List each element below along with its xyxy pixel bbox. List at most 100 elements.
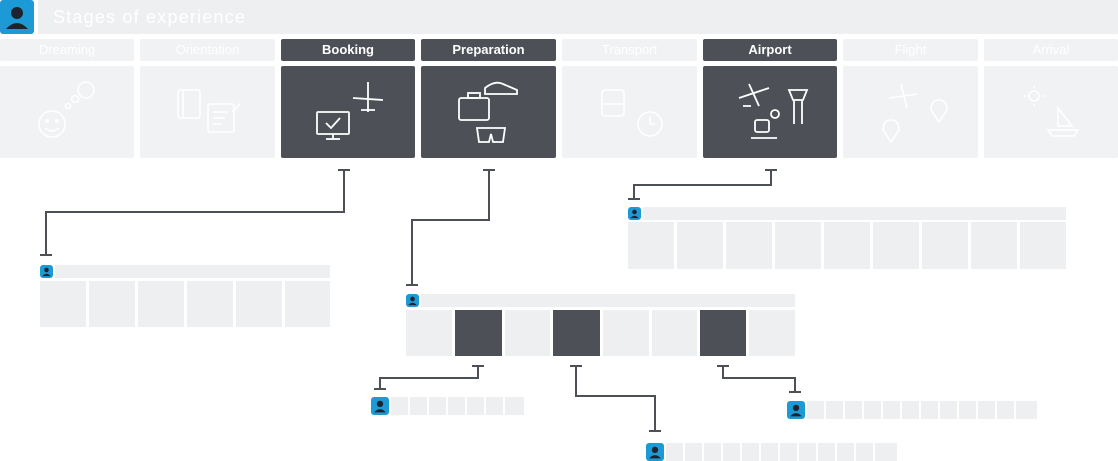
stage-tab-transport[interactable]: Transport: [562, 39, 697, 61]
sub-strip-cell[interactable]: [486, 397, 503, 415]
sub-strip-cell[interactable]: [997, 401, 1014, 419]
strip-cell[interactable]: [677, 222, 723, 269]
connector-sub-1: [379, 366, 479, 389]
stage-tab-orientation[interactable]: Orientation: [140, 39, 275, 61]
stage-tab-preparation[interactable]: Preparation: [421, 39, 556, 61]
sub-strip-cell[interactable]: [723, 443, 740, 461]
stage-label: Transport: [601, 42, 658, 57]
stage-label: Booking: [322, 42, 374, 57]
strip-cell[interactable]: [138, 281, 184, 327]
sub-strip-cell[interactable]: [826, 401, 843, 419]
sub-strip-cell[interactable]: [505, 397, 524, 415]
person-icon: [649, 446, 661, 459]
sub-strip-cell[interactable]: [761, 443, 778, 461]
strip-cell[interactable]: [187, 281, 233, 327]
stage-tab-flight[interactable]: Flight: [843, 39, 978, 61]
strip-header: [421, 294, 795, 307]
stage-card-booking[interactable]: [281, 66, 415, 158]
page-title: Stages of experience: [53, 7, 247, 27]
strip-cell[interactable]: [406, 310, 452, 356]
strip-avatar: [628, 207, 641, 220]
stage-card-transport[interactable]: [562, 66, 697, 158]
strip-header: [55, 265, 330, 278]
strip-cell[interactable]: [1020, 222, 1066, 269]
strip-cell-active[interactable]: [553, 310, 600, 356]
sub-strip-avatar: [646, 443, 664, 461]
sub-strip-cell[interactable]: [742, 443, 759, 461]
stage-tab-booking[interactable]: Booking: [281, 39, 415, 61]
person-icon: [630, 209, 639, 219]
sub-strip-cell[interactable]: [875, 443, 897, 461]
sub-strip-cell[interactable]: [837, 443, 854, 461]
sub-strip-cell[interactable]: [856, 443, 873, 461]
sub-strip-cell[interactable]: [704, 443, 721, 461]
sub-strip-cell[interactable]: [978, 401, 995, 419]
stage-card-airport[interactable]: [703, 66, 837, 158]
book-notepad-icon: [177, 89, 241, 133]
sub-strip-cell[interactable]: [666, 443, 683, 461]
sub-strip-cell[interactable]: [685, 443, 702, 461]
sun-sailboat-icon: [1024, 86, 1080, 137]
strip-cell[interactable]: [971, 222, 1017, 269]
strip-cell[interactable]: [505, 310, 550, 356]
connector-airport: [633, 170, 772, 199]
sub-strip-cell[interactable]: [799, 443, 816, 461]
stage-card-preparation[interactable]: [421, 66, 556, 158]
connector-booking: [45, 170, 345, 255]
sub-strip-cell[interactable]: [940, 401, 957, 419]
train-clock-icon: [601, 89, 663, 137]
stage-label: Orientation: [175, 42, 240, 57]
sub-strip-cell[interactable]: [921, 401, 938, 419]
sub-strip-cell[interactable]: [1016, 401, 1037, 419]
strip-cell-active[interactable]: [700, 310, 746, 356]
header-bar: Stages of experience: [38, 0, 1118, 34]
strip-cell[interactable]: [89, 281, 135, 327]
stage-card-dreaming[interactable]: [0, 66, 134, 158]
strip-cell-active[interactable]: [455, 310, 502, 356]
sub-strip-cell[interactable]: [959, 401, 976, 419]
sub-strip-cell[interactable]: [845, 401, 862, 419]
strip-cell[interactable]: [603, 310, 649, 356]
strip-cell[interactable]: [652, 310, 697, 356]
smiley-icon: [38, 81, 95, 138]
strip-avatar: [406, 294, 419, 307]
strip-cell[interactable]: [922, 222, 968, 269]
stage-tab-arrival[interactable]: Arrival: [984, 39, 1118, 61]
stage-card-orientation[interactable]: [140, 66, 275, 158]
strip-cell[interactable]: [726, 222, 772, 269]
airplane-pin-icon: [882, 83, 948, 144]
sub-strip-cell[interactable]: [807, 401, 824, 419]
sub-strip-cell[interactable]: [410, 397, 427, 415]
strip-cell[interactable]: [775, 222, 821, 269]
stage-card-flight[interactable]: [843, 66, 978, 158]
strip-cell[interactable]: [40, 281, 86, 327]
sub-strip-cell[interactable]: [467, 397, 484, 415]
stage-card-arrival[interactable]: [984, 66, 1118, 158]
person-icon: [42, 267, 51, 277]
strip-cell[interactable]: [285, 281, 330, 327]
stage-tab-airport[interactable]: Airport: [703, 39, 837, 61]
person-icon: [6, 7, 28, 29]
stage-label: Flight: [894, 42, 927, 57]
person-icon: [374, 400, 386, 413]
strip-cell[interactable]: [824, 222, 870, 269]
suitcase-shoe-shorts-icon: [458, 81, 518, 143]
monitor-airplane-icon: [316, 82, 384, 140]
strip-cell[interactable]: [236, 281, 282, 327]
stage-tab-dreaming[interactable]: Dreaming: [0, 39, 134, 61]
sub-strip-cell[interactable]: [902, 401, 919, 419]
header-avatar: [0, 0, 34, 34]
strip-cell[interactable]: [873, 222, 919, 269]
sub-strip-cell[interactable]: [391, 397, 408, 415]
strip-cell[interactable]: [749, 310, 795, 356]
sub-strip-cell[interactable]: [818, 443, 835, 461]
sub-strip-cell[interactable]: [448, 397, 465, 415]
sub-strip-cell[interactable]: [429, 397, 446, 415]
sub-strip-cell[interactable]: [780, 443, 797, 461]
sub-strip-cell[interactable]: [864, 401, 881, 419]
sub-strip-avatar: [787, 401, 805, 419]
connector-sub-2: [575, 366, 656, 431]
stage-label: Airport: [748, 42, 792, 57]
sub-strip-cell[interactable]: [883, 401, 900, 419]
strip-cell[interactable]: [628, 222, 674, 269]
